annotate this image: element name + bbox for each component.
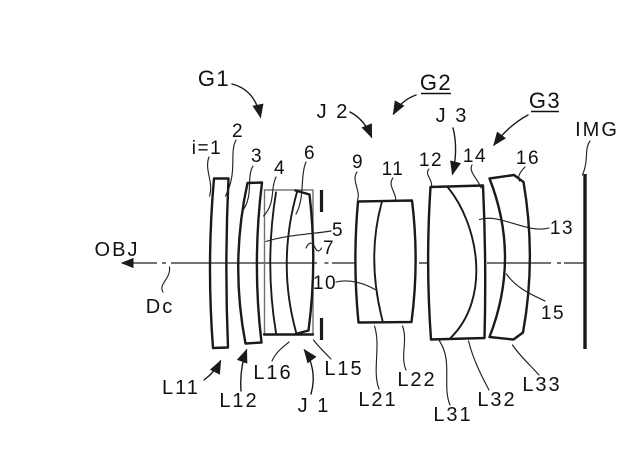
leader-image-plane (581, 140, 591, 176)
label-surface-16: 16 (516, 148, 540, 169)
label-surface-12: 12 (419, 150, 443, 171)
leader-lines (161, 139, 591, 406)
leader-lens-L16 (271, 341, 290, 362)
label-surface-14: 14 (463, 146, 487, 167)
lens-L33-outline (488, 173, 532, 341)
arrow-group-G1 (231, 83, 264, 119)
label-lens-L22: L22 (397, 369, 436, 391)
leader-surface-4 (262, 176, 277, 217)
leader-surface-12 (426, 168, 433, 187)
label-group-G3: G3 (529, 88, 561, 113)
surface-13-cement-curve (447, 186, 478, 340)
leader-surface-11 (390, 177, 397, 201)
lens-group-G2 (354, 199, 417, 324)
leader-lens-L33 (511, 344, 540, 376)
label-surface-2: 2 (232, 121, 244, 142)
label-lens-L32: L32 (477, 389, 516, 411)
leader-lens-L21 (373, 325, 380, 390)
leader-axis-Dc (161, 266, 171, 293)
leader-surface-1 (207, 156, 212, 197)
lens-L16-frame (263, 189, 314, 336)
label-surface-6: 6 (304, 143, 316, 164)
leader-surface-9 (354, 171, 359, 201)
leader-surface-3 (241, 165, 254, 212)
label-surface-1: i=1 (192, 138, 222, 159)
arrow-group-G2 (392, 94, 417, 116)
leader-surface-6 (295, 161, 307, 215)
text-labels: G1 G2 G3 J 2 J 3 J 1 IMG OBJ Dc i=1 2 3 … (95, 66, 619, 426)
label-junction-J3: J 3 (436, 105, 469, 127)
label-axis-Dc: Dc (146, 296, 174, 318)
arrow-junction-J1 (303, 348, 317, 395)
label-lens-L12: L12 (219, 390, 258, 412)
label-surface-3: 3 (251, 146, 263, 167)
label-group-G2: G2 (420, 70, 452, 95)
arrow-junction-J2 (349, 111, 373, 139)
leader-surface-7 (305, 242, 323, 252)
label-junction-J2: J 2 (317, 101, 350, 123)
arrow-lens-L11 (203, 359, 222, 381)
label-lens-L15: L15 (324, 358, 363, 380)
arrow-group-G3 (493, 114, 529, 147)
arrow-junction-J3 (450, 127, 461, 176)
leader-lens-L15 (312, 339, 332, 360)
lens-group-G1 (208, 177, 315, 350)
leader-lens-L32 (467, 340, 490, 391)
label-lens-L16: L16 (253, 362, 292, 384)
label-surface-13: 13 (550, 218, 574, 239)
leader-surface-13 (478, 217, 550, 230)
label-surface-15: 15 (541, 303, 565, 324)
label-surface-10: 10 (313, 273, 337, 294)
lens-L31-L32-doublet-outline (426, 184, 487, 341)
surface-6-curve (285, 191, 298, 333)
lens-L21-L22-doublet-outline (354, 199, 417, 324)
label-surface-9: 9 (352, 152, 364, 173)
leader-surface-5 (265, 230, 332, 243)
leader-surface-2 (224, 139, 237, 197)
surface-5-curve (269, 191, 277, 334)
label-junction-J1: J 1 (298, 395, 331, 417)
label-lens-L21: L21 (358, 389, 397, 411)
lens-group-G3 (426, 173, 532, 341)
lens-L15-outline (294, 189, 315, 336)
label-surface-7: 7 (323, 238, 335, 259)
lens-L12-outline (237, 181, 264, 345)
leader-lens-L31 (438, 340, 451, 406)
label-surface-4: 4 (274, 158, 286, 179)
label-image-plane: IMG (575, 119, 619, 141)
label-lens-L11: L11 (162, 377, 200, 399)
label-object: OBJ (95, 239, 140, 261)
leader-surface-14 (470, 164, 482, 189)
leader-surface-10 (335, 280, 376, 291)
label-group-G1: G1 (198, 66, 230, 91)
leader-surface-16 (518, 166, 526, 182)
lens-L11-outline (208, 177, 230, 350)
leader-lens-L22 (401, 325, 407, 371)
pointer-arrows (203, 83, 529, 395)
label-lens-L33: L33 (522, 374, 561, 396)
arrow-lens-L12 (236, 348, 248, 392)
label-surface-11: 11 (382, 159, 405, 180)
surface-10-cement-curve (373, 200, 384, 324)
label-lens-L31: L31 (433, 404, 472, 426)
label-surface-5: 5 (332, 220, 344, 241)
leader-surface-15 (505, 273, 546, 302)
